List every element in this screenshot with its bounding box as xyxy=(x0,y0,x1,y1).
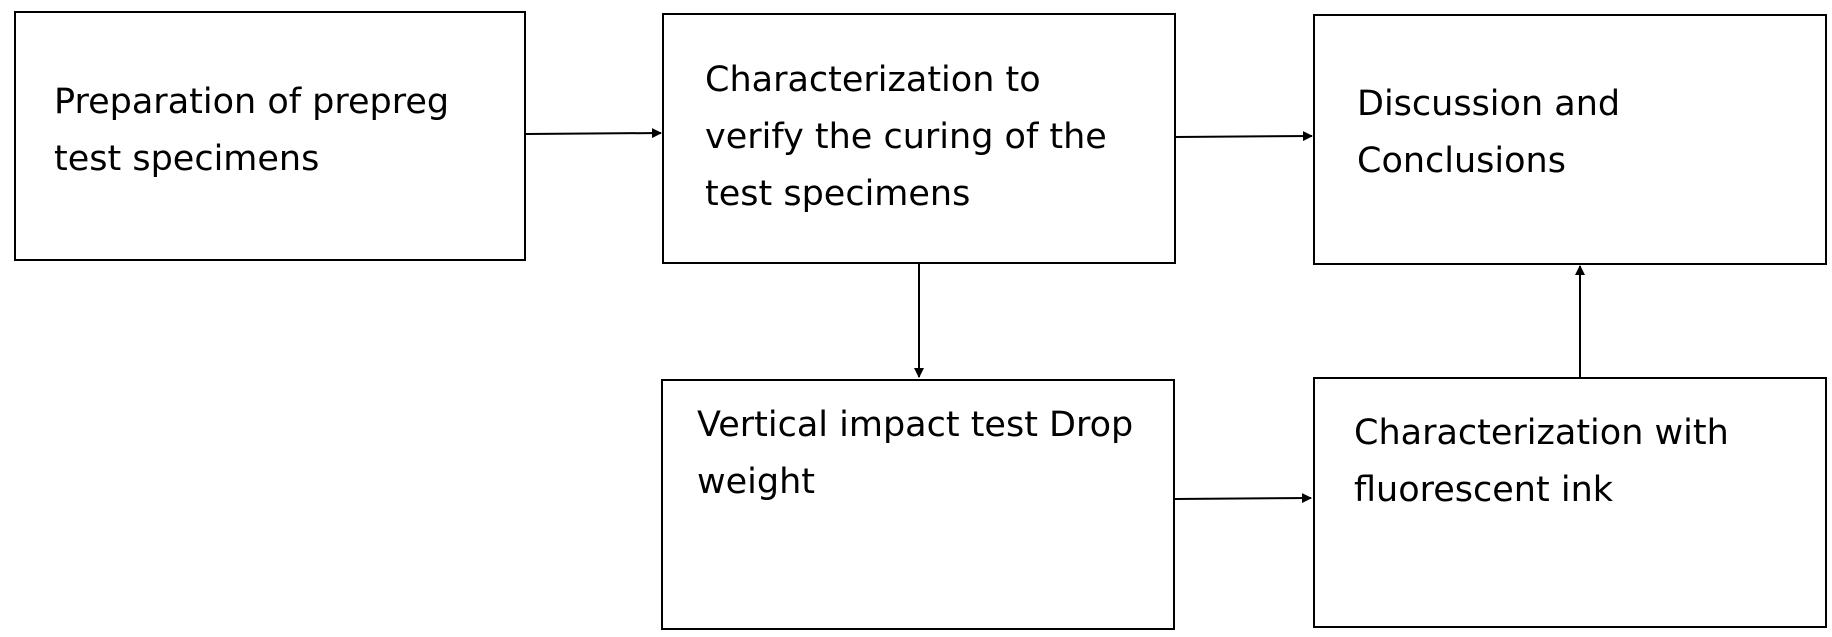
box-discussion-and-conclusions: Discussion and Conclusions xyxy=(1313,14,1827,265)
box-vertical-impact-test: Vertical impact test Drop weight xyxy=(661,379,1175,630)
arrow-preparation-to-curing xyxy=(525,128,662,139)
box-characterization-fluorescent-ink: Characterization with fluorescent ink xyxy=(1313,377,1827,628)
box-characterization-curing: Characterization to verify the curing of… xyxy=(662,13,1176,264)
arrow-curing-to-discussion xyxy=(1175,131,1313,142)
box-characterization-fluorescent-label: Characterization with fluorescent ink xyxy=(1354,413,1729,510)
box-preparation-of-prepreg-test-specimens: Preparation of prepreg test specimens xyxy=(14,11,526,261)
box-vertical-impact-test-label: Vertical impact test Drop weight xyxy=(697,405,1134,502)
box-characterization-curing-label: Characterization to verify the curing of… xyxy=(705,60,1107,214)
box-discussion-label: Discussion and Conclusions xyxy=(1357,84,1621,181)
arrow-impact-to-fluorescent xyxy=(1174,493,1312,504)
box-preparation-label: Preparation of prepreg test specimens xyxy=(54,82,450,179)
